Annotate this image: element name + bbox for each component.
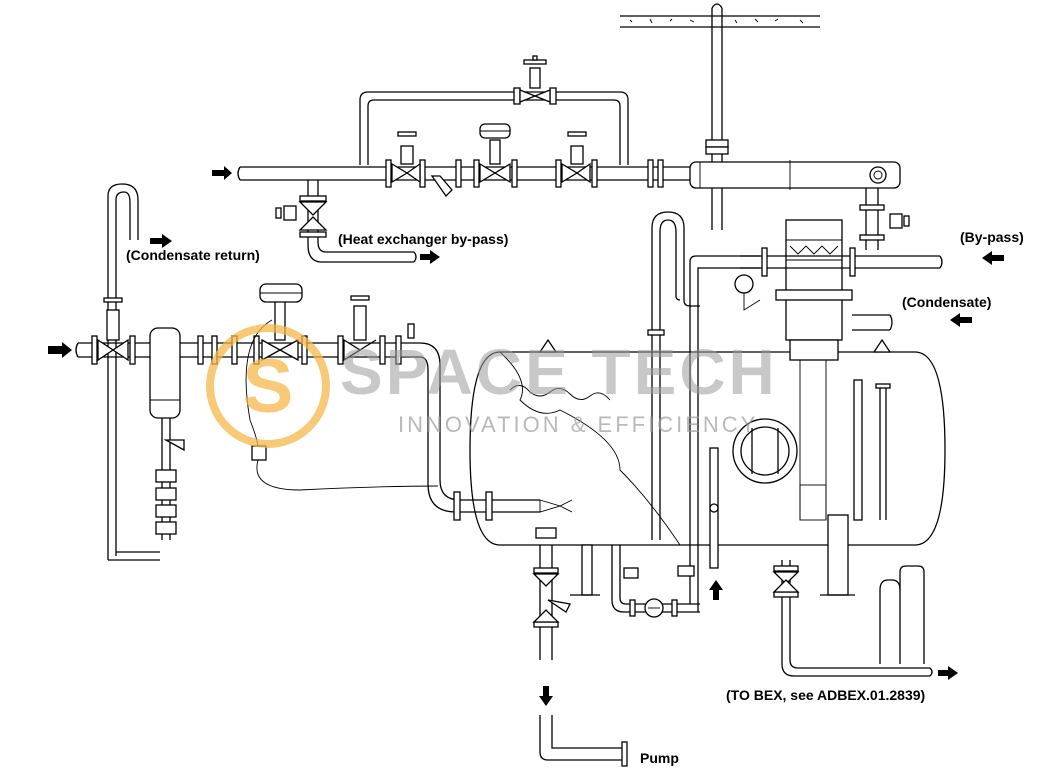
vent-pipe	[705, 3, 729, 164]
siphon-loops	[647, 211, 760, 570]
arrow-down-pump-icon	[539, 686, 553, 706]
watermark-logo-letter: S	[243, 344, 294, 429]
recirculation-line	[611, 545, 700, 618]
flow-arrows	[48, 166, 1004, 706]
watermark: S SPACE TECH INNOVATION & EFFICIENCY	[206, 324, 778, 448]
label-heat-exchanger-bypass: (Heat exchanger by-pass)	[338, 231, 508, 247]
watermark-name: SPACE TECH	[340, 336, 778, 408]
deaerator-dome	[734, 188, 943, 361]
label-condensate-return: (Condensate return)	[126, 247, 260, 263]
condensate-return-pipe	[107, 183, 160, 561]
labels: (Condensate return) (Heat exchanger by-p…	[126, 229, 1024, 766]
label-condensate: (Condensate)	[902, 294, 991, 310]
vessel-inlet	[453, 491, 573, 521]
label-pump: Pump	[640, 750, 679, 766]
arrow-hx-bypass-icon	[420, 250, 440, 264]
watermark-logo-icon	[206, 324, 330, 448]
label-to-bex: (TO BEX, see ADBEX.01.2839)	[726, 687, 925, 703]
watermark-tagline: INNOVATION & EFFICIENCY	[398, 412, 758, 437]
arrow-up-icon	[709, 580, 723, 600]
arrow-steam-in-icon	[212, 166, 232, 180]
upper-bypass-loop	[359, 55, 629, 165]
deaerator-vessel	[469, 338, 946, 596]
hx-bypass-branch	[275, 180, 417, 263]
pump-outlet-pipe	[532, 527, 628, 767]
left-steam-line	[75, 283, 461, 540]
arrow-to-bex-icon	[938, 666, 958, 680]
upper-steam-line	[237, 123, 690, 198]
arrow-condensate-in-icon	[950, 313, 972, 327]
arrow-condensate-return-icon	[150, 234, 172, 248]
label-bypass: (By-pass)	[960, 229, 1024, 245]
ceiling-slab	[620, 15, 820, 28]
arrow-left-steam-in-icon	[48, 342, 72, 358]
heat-exchanger	[689, 160, 901, 230]
overflow-line	[772, 560, 933, 677]
arrow-bypass-in-icon	[982, 251, 1004, 265]
